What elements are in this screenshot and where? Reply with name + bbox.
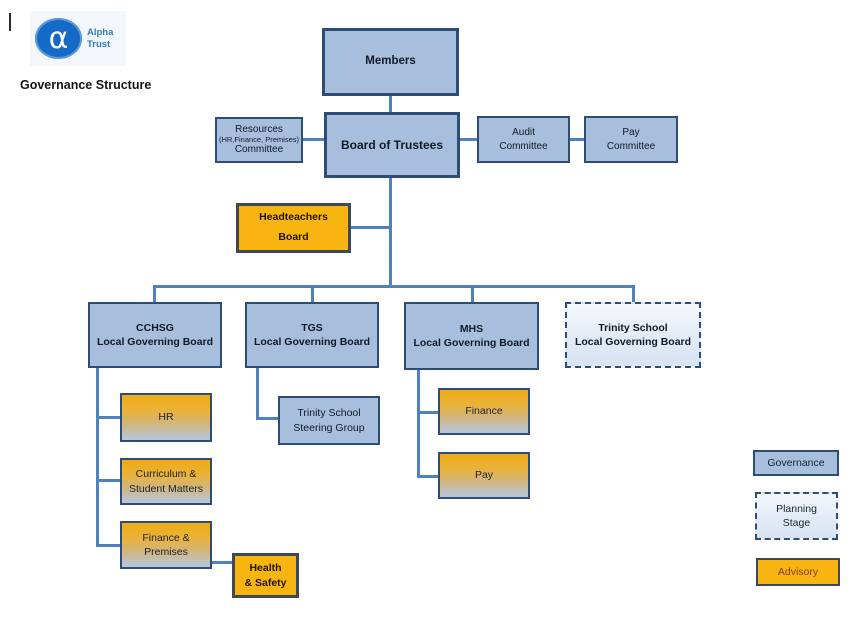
resources-line2: (HR,Finance, Premises): [218, 134, 300, 144]
connector-trustees-audit: [460, 138, 477, 141]
node-pay-committee: Pay Committee: [584, 116, 678, 163]
node-board-of-trustees: Board of Trustees: [324, 112, 460, 178]
connector-stub-finance: [417, 411, 438, 414]
node-finance-premises: Finance & Premises: [120, 521, 212, 569]
node-audit-committee: Audit Committee: [477, 116, 570, 163]
connector-audit-pay: [570, 138, 584, 141]
connector-members-trustees: [389, 96, 392, 112]
node-mhs-pay: Pay: [438, 452, 530, 499]
connector-branch: [153, 285, 635, 288]
connector-stub-hr: [96, 416, 120, 419]
page-title: Governance Structure: [20, 78, 152, 92]
node-tgs-board: TGS Local Governing Board: [245, 302, 379, 368]
connector-cchsg-vertical: [96, 368, 99, 547]
connector-trunk: [389, 178, 392, 288]
text-cursor-mark: [9, 13, 11, 31]
connector-drop-trinity: [632, 285, 635, 302]
connector-stub-finance-premises: [96, 544, 120, 547]
connector-tgs-steering: [256, 417, 278, 420]
connector-resources-trustees: [303, 138, 324, 141]
alpha-logo-icon: α: [35, 18, 82, 59]
legend-planning-stage: Planning Stage: [755, 492, 838, 540]
connector-drop-tgs: [311, 285, 314, 302]
node-hr: HR: [120, 393, 212, 442]
connector-health-safety: [212, 561, 232, 564]
logo-name: Alpha Trust: [87, 27, 114, 50]
connector-drop-cchsg: [153, 285, 156, 302]
node-mhs-finance: Finance: [438, 388, 530, 435]
node-headteachers-board: Headteachers Board: [236, 203, 351, 253]
connector-headteachers-trunk: [351, 226, 389, 229]
node-cchsg-board: CCHSG Local Governing Board: [88, 302, 222, 368]
resources-line1: Resources: [235, 124, 283, 136]
node-members: Members: [322, 28, 459, 96]
node-health-safety: Health & Safety: [232, 553, 299, 598]
node-steering-group: Trinity School Steering Group: [278, 396, 380, 445]
connector-mhs-vertical: [417, 370, 420, 478]
connector-tgs-vertical: [256, 368, 259, 420]
node-trinity-board: Trinity School Local Governing Board: [565, 302, 701, 368]
node-resources-committee: Resources (HR,Finance, Premises) Committ…: [215, 117, 303, 163]
connector-stub-pay: [417, 475, 438, 478]
node-mhs-board: MHS Local Governing Board: [404, 302, 539, 370]
resources-line3: Committee: [234, 144, 284, 156]
connector-stub-curriculum: [96, 479, 120, 482]
node-curriculum: Curriculum & Student Matters: [120, 458, 212, 505]
legend-governance: Governance: [753, 450, 839, 476]
alpha-trust-logo: α Alpha Trust: [30, 11, 126, 66]
legend-advisory: Advisory: [756, 558, 840, 586]
connector-drop-mhs: [471, 285, 474, 302]
